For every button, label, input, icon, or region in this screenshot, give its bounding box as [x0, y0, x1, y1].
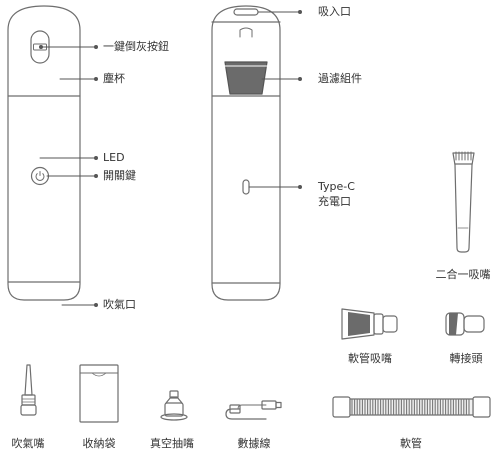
label-exhaust: 吹氣口 — [103, 298, 136, 311]
hose-nozzle-drawing — [341, 308, 398, 340]
label-power-key: 開關鍵 — [103, 169, 136, 182]
label-intake: 吸入口 — [318, 5, 351, 18]
vacuum-front-view — [7, 5, 98, 307]
label-vacuum-nozzle: 真空抽嘴 — [150, 437, 194, 450]
vacuum-back-view — [211, 5, 302, 301]
storage-bag-drawing — [79, 364, 119, 423]
two-in-one-nozzle-drawing — [452, 151, 475, 253]
label-hose-nozzle: 軟管吸嘴 — [348, 352, 392, 365]
label-empty-button: 一鍵倒灰按鈕 — [103, 40, 169, 53]
vacuum-nozzle-drawing — [160, 390, 188, 421]
label-adapter: 轉接頭 — [449, 352, 483, 365]
label-led: LED — [103, 151, 125, 164]
filter-shape — [224, 61, 268, 95]
label-type-c: Type-C — [318, 180, 355, 193]
label-storage-bag: 收納袋 — [82, 437, 116, 450]
adapter-drawing — [445, 312, 485, 336]
hose-drawing — [332, 396, 491, 418]
label-blow-nozzle: 吹氣嘴 — [11, 437, 45, 450]
label-charging-port: 充電口 — [318, 195, 351, 208]
type-c-port-shape — [242, 179, 250, 195]
label-filter: 過濾組件 — [318, 72, 362, 85]
label-two-in-one-nozzle: 二合一吸嘴 — [435, 268, 491, 281]
blow-nozzle-drawing — [20, 364, 37, 416]
data-cable-drawing — [225, 400, 282, 420]
intake-slot-shape — [233, 8, 259, 16]
label-data-cable: 數據線 — [237, 437, 271, 450]
label-hose: 軟管 — [400, 437, 422, 450]
label-dust-cup: 塵杯 — [103, 72, 125, 85]
